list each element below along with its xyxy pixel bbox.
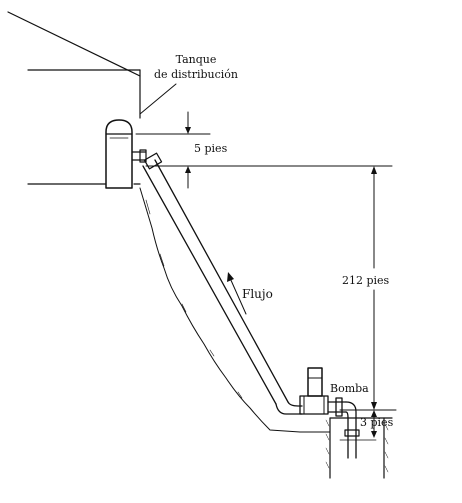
tank-label: Tanque de distribución xyxy=(139,53,238,115)
flow-arrow xyxy=(229,277,247,315)
pump-motor xyxy=(307,367,323,397)
tank-water-gap-dimension: 5 pies xyxy=(135,111,393,189)
pump-depth-dimension: 3 pies xyxy=(360,410,394,438)
tank-water-gap-label: 5 pies xyxy=(194,142,228,155)
flow-arrowhead-icon xyxy=(227,272,234,282)
pump-depth-label: 3 pies xyxy=(360,416,394,429)
height-dimension: 212 pies xyxy=(339,166,397,411)
height-label: 212 pies xyxy=(342,274,390,287)
building-outline xyxy=(7,11,141,185)
flow-label: Flujo xyxy=(242,287,273,301)
tank-label-line-2: de distribución xyxy=(154,68,238,81)
discharge-pipe xyxy=(142,152,303,415)
sump-well xyxy=(325,417,393,479)
pump-assembly: Bomba xyxy=(299,367,369,459)
pump-label: Bomba xyxy=(330,382,369,395)
tank-leader-line xyxy=(139,83,177,115)
distribution-tank xyxy=(105,119,147,189)
flow-indicator: Flujo xyxy=(227,272,273,315)
hillside xyxy=(139,187,331,433)
tank-label-line-1: Tanque xyxy=(176,53,217,66)
